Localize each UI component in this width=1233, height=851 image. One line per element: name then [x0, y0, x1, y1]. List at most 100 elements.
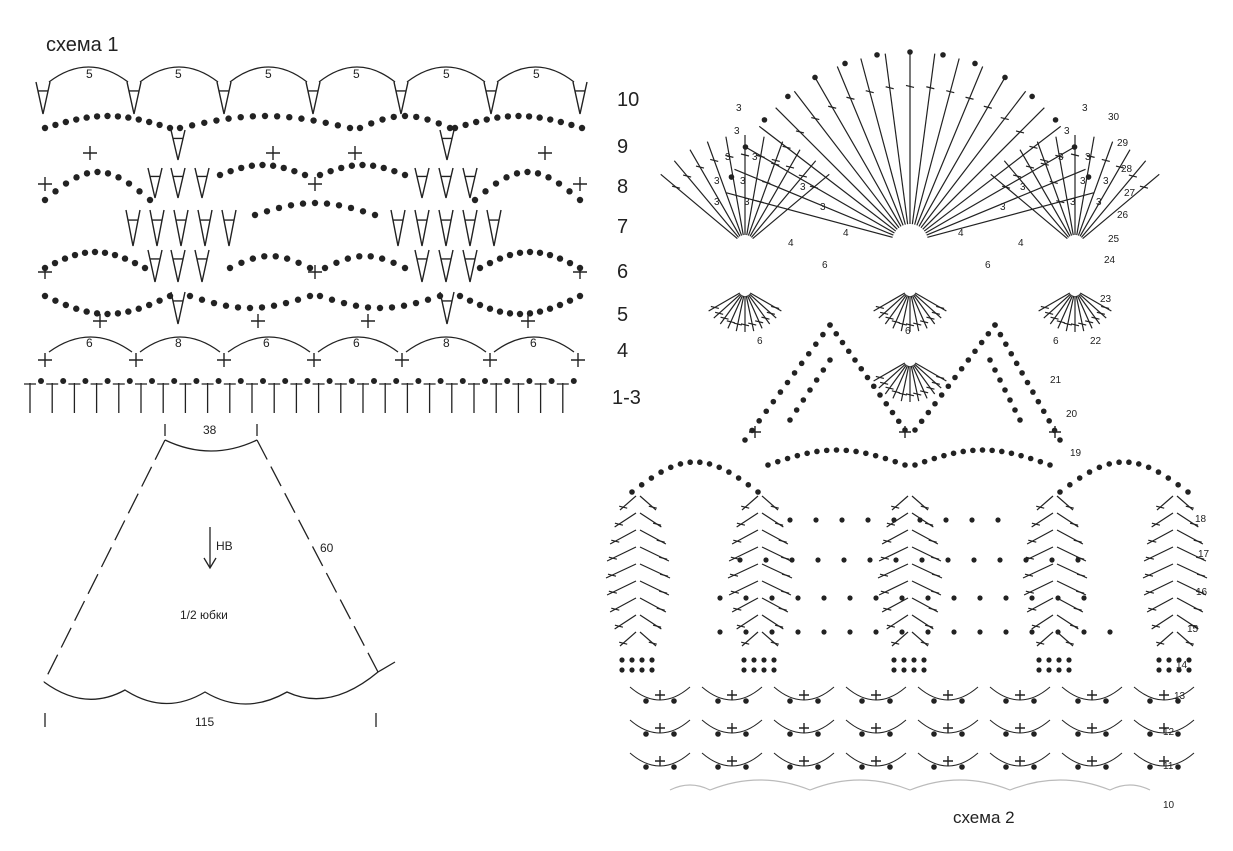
- chain-dot-icon: [787, 417, 793, 423]
- double-crochet-bar-icon: [1148, 607, 1157, 611]
- chain-dot-icon: [907, 49, 913, 55]
- chain-dot-icon: [216, 171, 224, 179]
- chain-dot-icon: [1057, 437, 1063, 443]
- scheme-2-title: схема 2: [953, 808, 1015, 827]
- double-crochet-icon: [1151, 512, 1174, 528]
- chain-dot-icon: [1156, 667, 1162, 673]
- double-crochet-icon: [914, 58, 960, 225]
- double-crochet-icon: [556, 383, 569, 413]
- chain-dot-icon: [125, 114, 132, 121]
- chain-dot-icon: [912, 427, 918, 433]
- double-crochet-bar-icon: [926, 386, 935, 390]
- chain-dot-icon: [1156, 657, 1162, 663]
- double-crochet-bar-icon: [1040, 158, 1049, 163]
- double-crochet-bar-icon: [710, 158, 719, 163]
- double-crochet-bar-icon: [695, 165, 705, 169]
- fan-arch-label: 3: [1085, 152, 1091, 163]
- double-crochet-v-icon: [439, 129, 455, 161]
- single-crochet-icon: [799, 756, 809, 766]
- double-crochet-icon: [736, 614, 759, 630]
- chain-dot-icon: [38, 378, 44, 384]
- double-crochet-icon: [749, 149, 801, 237]
- chain-dot-icon: [359, 161, 366, 169]
- chain-dot-icon: [378, 255, 386, 262]
- double-crochet-bar-icon: [1185, 505, 1194, 509]
- arch-4: [48, 336, 133, 353]
- chain-dot-icon: [516, 249, 524, 256]
- chain-dot-icon: [555, 180, 563, 187]
- chain-dot-icon: [41, 292, 49, 300]
- chain-dot-icon: [104, 378, 111, 384]
- chain-dot-icon: [743, 764, 749, 770]
- chain-dot-icon: [71, 251, 79, 259]
- double-crochet-bar-icon: [905, 393, 915, 397]
- double-crochet-icon: [706, 141, 743, 236]
- arrow-down-icon: [203, 527, 217, 570]
- chain-dot-icon: [238, 259, 245, 266]
- chain-dot-icon: [784, 379, 791, 386]
- double-crochet-bar-icon: [891, 320, 900, 324]
- chain-dot-icon: [536, 249, 544, 256]
- chain-dot-icon: [114, 310, 122, 317]
- chain-dot-icon: [751, 657, 757, 663]
- double-crochet-icon: [268, 383, 281, 413]
- chain-dot-icon: [437, 378, 444, 384]
- single-crochet-icon: [521, 314, 535, 328]
- chain-dot-icon: [526, 378, 533, 384]
- double-crochet-icon: [911, 295, 928, 329]
- chain-dot-icon: [390, 113, 397, 121]
- double-crochet-bar-icon: [809, 185, 819, 189]
- chain-dot-icon: [820, 331, 826, 338]
- double-crochet-bar-icon: [781, 556, 790, 560]
- arch-bottom: [629, 719, 691, 734]
- double-crochet-bar-icon: [652, 522, 662, 526]
- chain-dot-icon: [371, 211, 379, 219]
- chain-dot-icon: [833, 330, 840, 337]
- chain-dot-icon: [769, 629, 775, 635]
- chain-dot-icon: [333, 259, 340, 266]
- chain-dot-icon: [852, 357, 858, 363]
- chain-dot-icon: [972, 348, 978, 355]
- arch-bottom: [773, 719, 835, 734]
- double-crochet-bar-icon: [1000, 116, 1009, 121]
- s2-row-22: 22: [1090, 336, 1102, 347]
- double-crochet-icon: [793, 90, 900, 229]
- chain-dot-icon: [401, 264, 409, 272]
- chain-dot-icon: [1147, 698, 1153, 704]
- double-crochet-bar-icon: [659, 590, 668, 594]
- chain-dot-icon: [1075, 731, 1081, 737]
- chain-dot-icon: [842, 60, 848, 67]
- double-crochet-icon: [179, 383, 192, 413]
- chain-dot-icon: [845, 348, 852, 355]
- single-crochet-icon: [727, 756, 737, 766]
- double-crochet-bar-icon: [926, 316, 935, 320]
- double-crochet-bar-icon: [1040, 162, 1049, 166]
- arch-bottom: [845, 686, 907, 701]
- double-crochet-bar-icon: [781, 573, 791, 577]
- double-crochet-icon: [726, 192, 893, 238]
- chain-dot-icon: [486, 305, 494, 312]
- chain-dot-icon: [943, 517, 949, 523]
- row-label-1-3: 1-3: [612, 387, 641, 409]
- chain-dot-icon: [841, 557, 847, 563]
- chain-dot-icon: [83, 170, 91, 177]
- chain-dot-icon: [546, 305, 554, 312]
- double-crochet-icon: [990, 173, 1068, 240]
- skirt-hem-scallops: [43, 661, 396, 705]
- chain-dot-icon: [891, 517, 897, 523]
- double-crochet-icon: [1079, 149, 1131, 237]
- chain-dot-icon: [893, 557, 899, 563]
- chain-dot-icon: [482, 378, 488, 384]
- chain-dot-icon: [145, 301, 153, 309]
- chain-dot-icon: [1003, 698, 1009, 704]
- chain-dot-icon: [931, 455, 938, 462]
- double-crochet-bar-icon: [730, 590, 739, 594]
- chain-dot-icon: [496, 255, 504, 262]
- chain-dot-icon: [743, 595, 749, 601]
- double-crochet-bar-icon: [828, 105, 837, 109]
- arch-10: [406, 66, 486, 83]
- chain-dot-icon: [921, 657, 927, 663]
- row-label-8: 8: [617, 176, 628, 198]
- chain-dot-icon: [1023, 557, 1029, 563]
- chain-dot-icon: [413, 113, 420, 121]
